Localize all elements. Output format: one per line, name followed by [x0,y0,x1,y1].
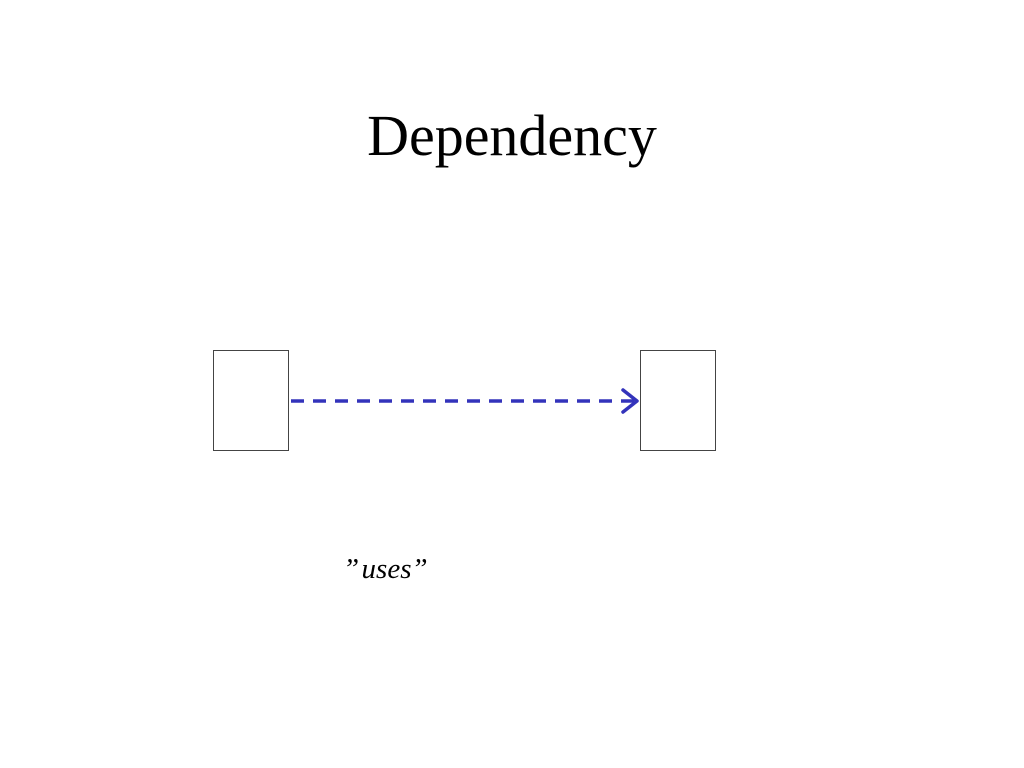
slide-title: Dependency [367,103,657,168]
dependency-arrowhead [621,388,639,414]
stereotype-label: ” uses” [343,553,428,585]
source-class-box [213,350,289,451]
target-class-box [640,350,716,451]
